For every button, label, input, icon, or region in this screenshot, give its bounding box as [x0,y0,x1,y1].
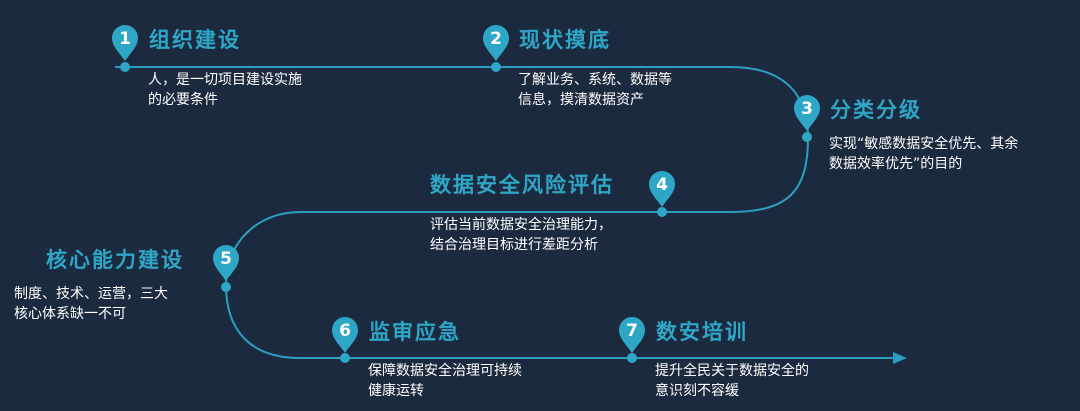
step-6-desc-line-2: 健康运转 [368,383,424,399]
step-7-number: 7 [626,321,638,341]
step-2-desc-line-2: 信息，摸清数据资产 [518,92,644,108]
step-1-title: 组织建设 [149,28,241,52]
step-2-desc-line-1: 了解业务、系统、数据等 [518,72,672,88]
step-6-pin: 6 [331,316,359,354]
node-dot-2 [491,62,501,72]
step-4-pin: 4 [648,170,676,208]
map-pin-icon [794,95,820,131]
step-3-title: 分类分级 [830,98,922,122]
step-5-desc: 制度、技术、运营，三大 核心体系缺一不可 [14,284,168,324]
map-pin-icon [649,171,675,207]
map-pin-icon [112,25,138,61]
step-4-desc: 评估当前数据安全治理能力， 结合治理目标进行差距分析 [430,215,612,255]
step-2-title: 现状摸底 [519,28,611,52]
node-dot-1 [120,62,130,72]
step-3-pin: 3 [793,94,821,132]
step-3-desc: 实现“敏感数据安全优先、其余 数据效率优先”的目的 [829,134,1018,174]
step-3-desc-line-1: 实现“敏感数据安全优先、其余 [829,136,1019,152]
step-1-desc-line-1: 人，是一切项目建设实施 [148,72,302,88]
step-2-number: 2 [490,29,502,49]
step-5-desc-line-1: 制度、技术、运营，三大 [14,286,168,302]
map-pin-icon [483,25,509,61]
step-4-desc-line-1: 评估当前数据安全治理能力， [430,217,612,233]
step-1-number: 1 [119,29,131,49]
step-2-desc: 了解业务、系统、数据等 信息，摸清数据资产 [518,70,672,110]
track-path [115,66,895,359]
step-6-desc: 保障数据安全治理可持续 健康运转 [368,361,522,401]
map-pin-icon [332,317,358,353]
step-7-pin: 7 [618,316,646,354]
step-4-title: 数据安全风险评估 [430,173,614,197]
node-dot-4 [657,207,667,217]
step-1-desc-line-2: 的必要条件 [148,92,218,108]
map-pin-icon [619,317,645,353]
step-7-desc-line-1: 提升全民关于数据安全的 [655,363,809,379]
step-6-title: 监审应急 [369,320,461,344]
step-5-desc-line-2: 核心体系缺一不可 [14,306,126,322]
step-7-desc: 提升全民关于数据安全的 意识刻不容缓 [655,361,809,401]
step-5-number: 5 [220,249,232,269]
step-4-number: 4 [656,175,668,195]
node-dot-6 [340,353,350,363]
step-3-number: 3 [801,99,813,119]
node-dot-7 [627,353,637,363]
node-dot-5 [221,282,231,292]
step-7-desc-line-2: 意识刻不容缓 [655,383,739,399]
step-7-title: 数安培训 [656,320,748,344]
track-arrow-head [893,352,907,364]
step-6-number: 6 [339,321,351,341]
map-pin-icon [213,245,239,281]
step-5-pin: 5 [212,244,240,282]
step-2-pin: 2 [482,24,510,62]
step-4-desc-line-2: 结合治理目标进行差距分析 [430,237,598,253]
step-6-desc-line-1: 保障数据安全治理可持续 [368,363,522,379]
step-3-desc-line-2: 数据效率优先”的目的 [829,156,963,172]
node-dot-3 [802,132,812,142]
step-1-pin: 1 [111,24,139,62]
step-1-desc: 人，是一切项目建设实施 的必要条件 [148,70,302,110]
step-5-title: 核心能力建设 [46,248,184,272]
